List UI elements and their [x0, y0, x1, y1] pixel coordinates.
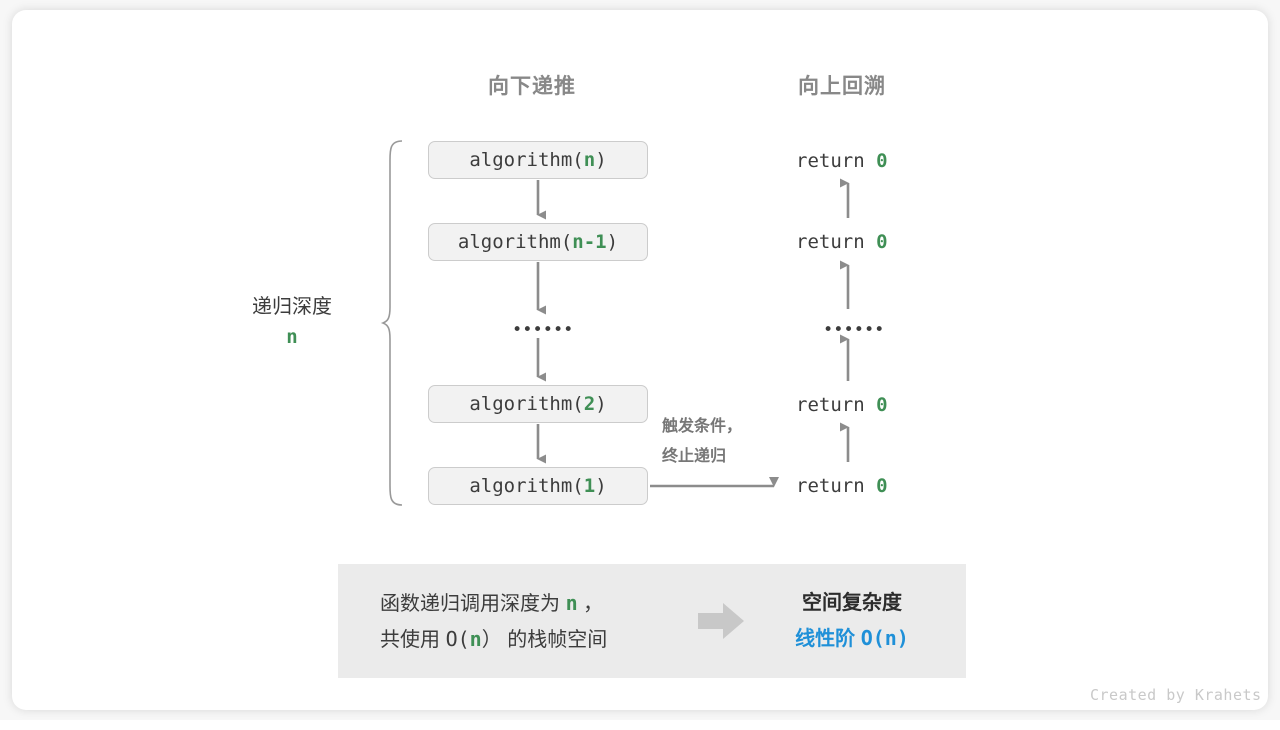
- call-box-n: algorithm(n): [428, 141, 648, 179]
- credit-footer: Created by Krahets: [1090, 686, 1262, 704]
- summary-line1-b: ，: [577, 593, 604, 615]
- recursion-depth-label: 递归深度 n: [212, 292, 372, 352]
- call-box-arg: n-1: [572, 231, 607, 253]
- complexity-value: 线性阶 O(n): [738, 621, 966, 657]
- figure-card: 向下递推 向上回溯: [12, 10, 1268, 710]
- summary-line1-a: 函数递归调用深度为: [380, 593, 566, 615]
- column-header-descend: 向下递推: [488, 75, 576, 98]
- recursion-depth-text: 递归深度: [252, 296, 332, 318]
- complexity-title: 空间复杂度: [802, 592, 902, 614]
- call-box-suffix: ): [595, 393, 607, 415]
- return-value: 0: [876, 475, 888, 497]
- call-box-2: algorithm(2): [428, 385, 648, 423]
- call-box-arg: 2: [583, 393, 596, 415]
- implies-arrow-icon: [698, 603, 744, 639]
- return-value: 0: [876, 231, 888, 253]
- call-box-arg: n: [583, 149, 596, 171]
- return-statement-2: return 0: [796, 231, 888, 253]
- return-keyword: return: [796, 150, 877, 172]
- column-header-backtrack: 向上回溯: [798, 75, 886, 98]
- ellipsis-backtrack: ••••••: [823, 320, 885, 340]
- call-box-suffix: ): [595, 475, 607, 497]
- summary-description: 函数递归调用深度为 n ，共使用 O(n） 的栈帧空间: [380, 586, 607, 658]
- call-box-n-minus-1: algorithm(n-1): [428, 223, 648, 261]
- return-keyword: return: [796, 475, 877, 497]
- complexity-result: 空间复杂度 线性阶 O(n): [738, 586, 966, 657]
- return-keyword: return: [796, 394, 877, 416]
- call-box-prefix: algorithm(: [457, 231, 573, 253]
- call-box-prefix: algorithm(: [469, 149, 584, 171]
- base-case-note: 触发条件， 终止递归: [662, 418, 743, 465]
- summary-line1-n: n: [565, 591, 578, 615]
- summary-line2-b: 的栈帧空间: [501, 629, 608, 651]
- call-box-prefix: algorithm(: [469, 393, 584, 415]
- call-box-1: algorithm(1): [428, 467, 648, 505]
- summary-line2-n: n: [469, 627, 482, 651]
- recursion-depth-value: n: [286, 326, 298, 348]
- return-value: 0: [876, 150, 888, 172]
- return-keyword: return: [796, 231, 877, 253]
- call-box-suffix: ): [595, 149, 607, 171]
- recursion-depth-brace: [380, 140, 403, 506]
- call-box-arg: 1: [583, 475, 596, 497]
- summary-line2-o: O(: [445, 627, 470, 651]
- summary-line2-c: ）: [481, 629, 502, 651]
- summary-line2-a: 共使用: [380, 629, 446, 651]
- complexity-value-notation: O(n): [860, 626, 909, 650]
- return-statement-1: return 0: [796, 150, 888, 172]
- summary-panel: 函数递归调用深度为 n ，共使用 O(n） 的栈帧空间 空间复杂度 线性阶 O(…: [338, 564, 966, 678]
- return-statement-4: return 0: [796, 475, 888, 497]
- call-box-prefix: algorithm(: [469, 475, 584, 497]
- complexity-value-cn: 线性阶: [795, 628, 861, 650]
- return-value: 0: [876, 394, 888, 416]
- call-box-suffix: ): [606, 231, 619, 253]
- ellipsis-descend: ••••••: [512, 320, 574, 340]
- return-statement-3: return 0: [796, 394, 888, 416]
